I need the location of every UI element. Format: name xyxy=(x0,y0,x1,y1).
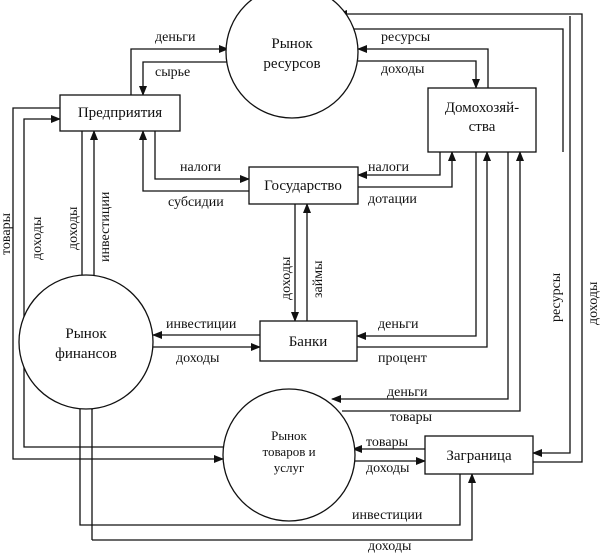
flow-label-fin-bank-income: доходы xyxy=(176,351,220,366)
flow-label-res-hh-income: доходы xyxy=(381,62,425,77)
node-abroad-label: Заграница xyxy=(446,448,512,464)
flow-line-hh-gov-taxes xyxy=(357,152,441,179)
flow-label-bank-gov-loans: займы xyxy=(311,260,326,298)
flow-label-goods-abroad-income: доходы xyxy=(366,461,410,476)
flow-label-goods-ent-income: доходы xyxy=(30,216,45,260)
node-resource-market-line-2: ресурсов xyxy=(263,56,320,72)
flow-label-gov-ent-subsidies: субсидии xyxy=(168,195,224,210)
node-enterprises-label: Предприятия xyxy=(78,105,162,121)
flow-line-abroad-res-income xyxy=(337,10,583,463)
node-resource-market: Рынок ресурсов xyxy=(225,0,359,119)
flow-labels: деньги сырье ресурсы доходы налоги субси… xyxy=(0,30,601,553)
node-goods-market-line-3: услуг xyxy=(274,460,305,475)
flow-label-hh-gov-taxes: налоги xyxy=(368,160,410,175)
flow-line-bank-hh-interest xyxy=(357,151,491,348)
flow-line-hh-goods-money xyxy=(331,152,509,403)
flow-label-hh-abroad-resources: ресурсы xyxy=(549,272,564,322)
flow-line-goods-hh-goods xyxy=(342,151,524,412)
node-financial-market-line-2: финансов xyxy=(55,346,117,362)
flow-lines xyxy=(12,10,583,541)
node-banks: Банки xyxy=(259,320,358,362)
flow-line-fin-abroad-income-path xyxy=(92,473,476,541)
flow-label-fin-ent-invest: инвестиции xyxy=(98,191,113,262)
flow-label-res-ent-raw: сырье xyxy=(155,65,190,80)
node-banks-label: Банки xyxy=(289,334,328,350)
flow-label-goods-hh-goods: товары xyxy=(390,410,433,425)
flow-line-hh-abroad-resources-lower xyxy=(532,16,571,457)
flow-label-gov-hh-grants: дотации xyxy=(368,192,417,207)
flow-label-ent-gov-taxes: налоги xyxy=(180,160,222,175)
flow-label-gov-bank-income: доходы xyxy=(279,256,294,300)
node-financial-market-line-1: Рынок xyxy=(65,326,107,342)
node-government: Государство xyxy=(248,166,359,205)
flow-line-gov-hh-grants xyxy=(358,151,456,188)
flow-label-bank-hh-interest: процент xyxy=(378,351,427,366)
flow-label-ent-goods-goods: товары xyxy=(0,212,14,255)
flow-label-abroad-res-income: доходы xyxy=(586,281,601,325)
flow-line-gov-ent-subsidies xyxy=(139,130,249,192)
node-financial-market: Рынок финансов xyxy=(18,274,154,410)
flow-line-res-ent-raw xyxy=(139,61,228,96)
node-households-line-2: ства xyxy=(469,119,496,135)
flow-label-hh-bank-money: деньги xyxy=(378,317,419,332)
flow-label-ent-res-money: деньги xyxy=(155,30,196,45)
flow-line-res-hh-income xyxy=(358,60,480,89)
node-households: Домохозяй- ства xyxy=(427,87,537,153)
flow-line-goods-ent-income xyxy=(23,115,223,448)
flow-label-ent-fin-income: доходы xyxy=(66,206,81,250)
flow-label-abroad-goods-goods: товары xyxy=(366,435,409,450)
node-abroad: Заграница xyxy=(424,435,534,475)
node-enterprises: Предприятия xyxy=(59,94,181,132)
flow-label-abroad-fin-invest: инвестиции xyxy=(352,508,423,523)
flow-line-ent-res-money xyxy=(130,45,229,95)
node-resource-market-line-1: Рынок xyxy=(271,36,313,52)
node-goods-market-line-2: товаров и xyxy=(262,444,315,459)
flow-line-ent-goods-goods xyxy=(12,107,224,463)
flow-line-ent-gov-taxes xyxy=(154,131,250,183)
flow-label-fin-abroad-income: доходы xyxy=(368,539,412,553)
node-goods-market-line-1: Рынок xyxy=(271,428,307,443)
flow-label-hh-res-resources: ресурсы xyxy=(381,30,431,45)
flow-line-hh-res-resources xyxy=(357,45,489,88)
flow-line-hh-bank-money xyxy=(356,152,477,340)
flow-label-bank-fin-invest: инвестиции xyxy=(166,317,237,332)
flow-label-hh-goods-money: деньги xyxy=(387,385,428,400)
node-goods-market: Рынок товаров и услуг xyxy=(222,388,356,522)
node-government-label: Государство xyxy=(264,178,342,194)
node-households-line-1: Домохозяй- xyxy=(445,100,519,116)
flow-line-abroad-fin-invest xyxy=(79,396,461,526)
flow-line-hh-abroad-resources xyxy=(337,25,564,152)
